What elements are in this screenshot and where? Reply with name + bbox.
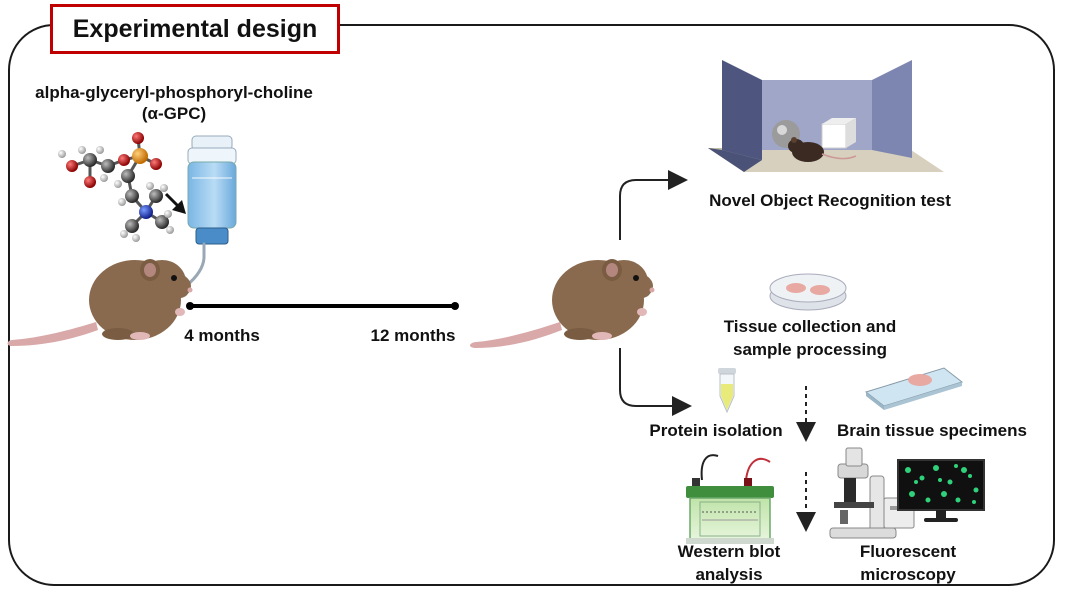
tissue-collection-label-line2: sample processing — [732, 340, 887, 359]
diagram-frame — [8, 24, 1055, 586]
timeline — [186, 302, 459, 310]
western-blot-label-line1: Western blot — [677, 542, 781, 561]
western-blot-label-line2: analysis — [695, 565, 763, 584]
arrow-to-nor-test — [619, 170, 688, 240]
mouse-left-icon — [7, 259, 193, 346]
timeline-start-label: 4 months — [184, 326, 260, 345]
timeline-start-marker — [186, 302, 194, 310]
protein-isolation-label: Protein isolation — [649, 421, 783, 440]
mouse-middle-icon — [470, 259, 655, 348]
arrow-to-protein-isolation — [619, 348, 692, 416]
branch-arrows — [619, 170, 692, 416]
fluorescent-microscopy-label-line1: Fluorescent — [859, 542, 957, 561]
fluorescent-cells — [905, 464, 979, 504]
brain-specimens-label: Brain tissue specimens — [837, 421, 1027, 440]
nor-arena-icon — [708, 60, 944, 172]
molecule-icon — [58, 132, 174, 242]
nor-test-label: Novel Object Recognition test — [709, 191, 951, 210]
protein-tube-icon — [718, 368, 736, 414]
petri-dish-icon — [769, 273, 847, 311]
arrow-to-bottle-icon — [164, 192, 186, 214]
timeline-end-label: 12 months — [370, 326, 456, 345]
tissue-collection-label-line1: Tissue collection and — [723, 317, 897, 336]
compound-name: alpha-glyceryl-phosphoryl-choline — [35, 83, 313, 102]
microscope-icon — [829, 447, 915, 539]
western-blot-icon — [686, 454, 774, 544]
fluorescent-microscopy-label-line2: microscopy — [860, 565, 956, 584]
tissue-slide-icon — [864, 367, 964, 410]
monitor-icon — [897, 459, 985, 522]
timeline-end-marker — [451, 302, 459, 310]
compound-abbreviation: (α-GPC) — [141, 104, 207, 123]
water-bottle-icon — [184, 135, 237, 288]
figure-title: Experimental design — [50, 4, 340, 54]
